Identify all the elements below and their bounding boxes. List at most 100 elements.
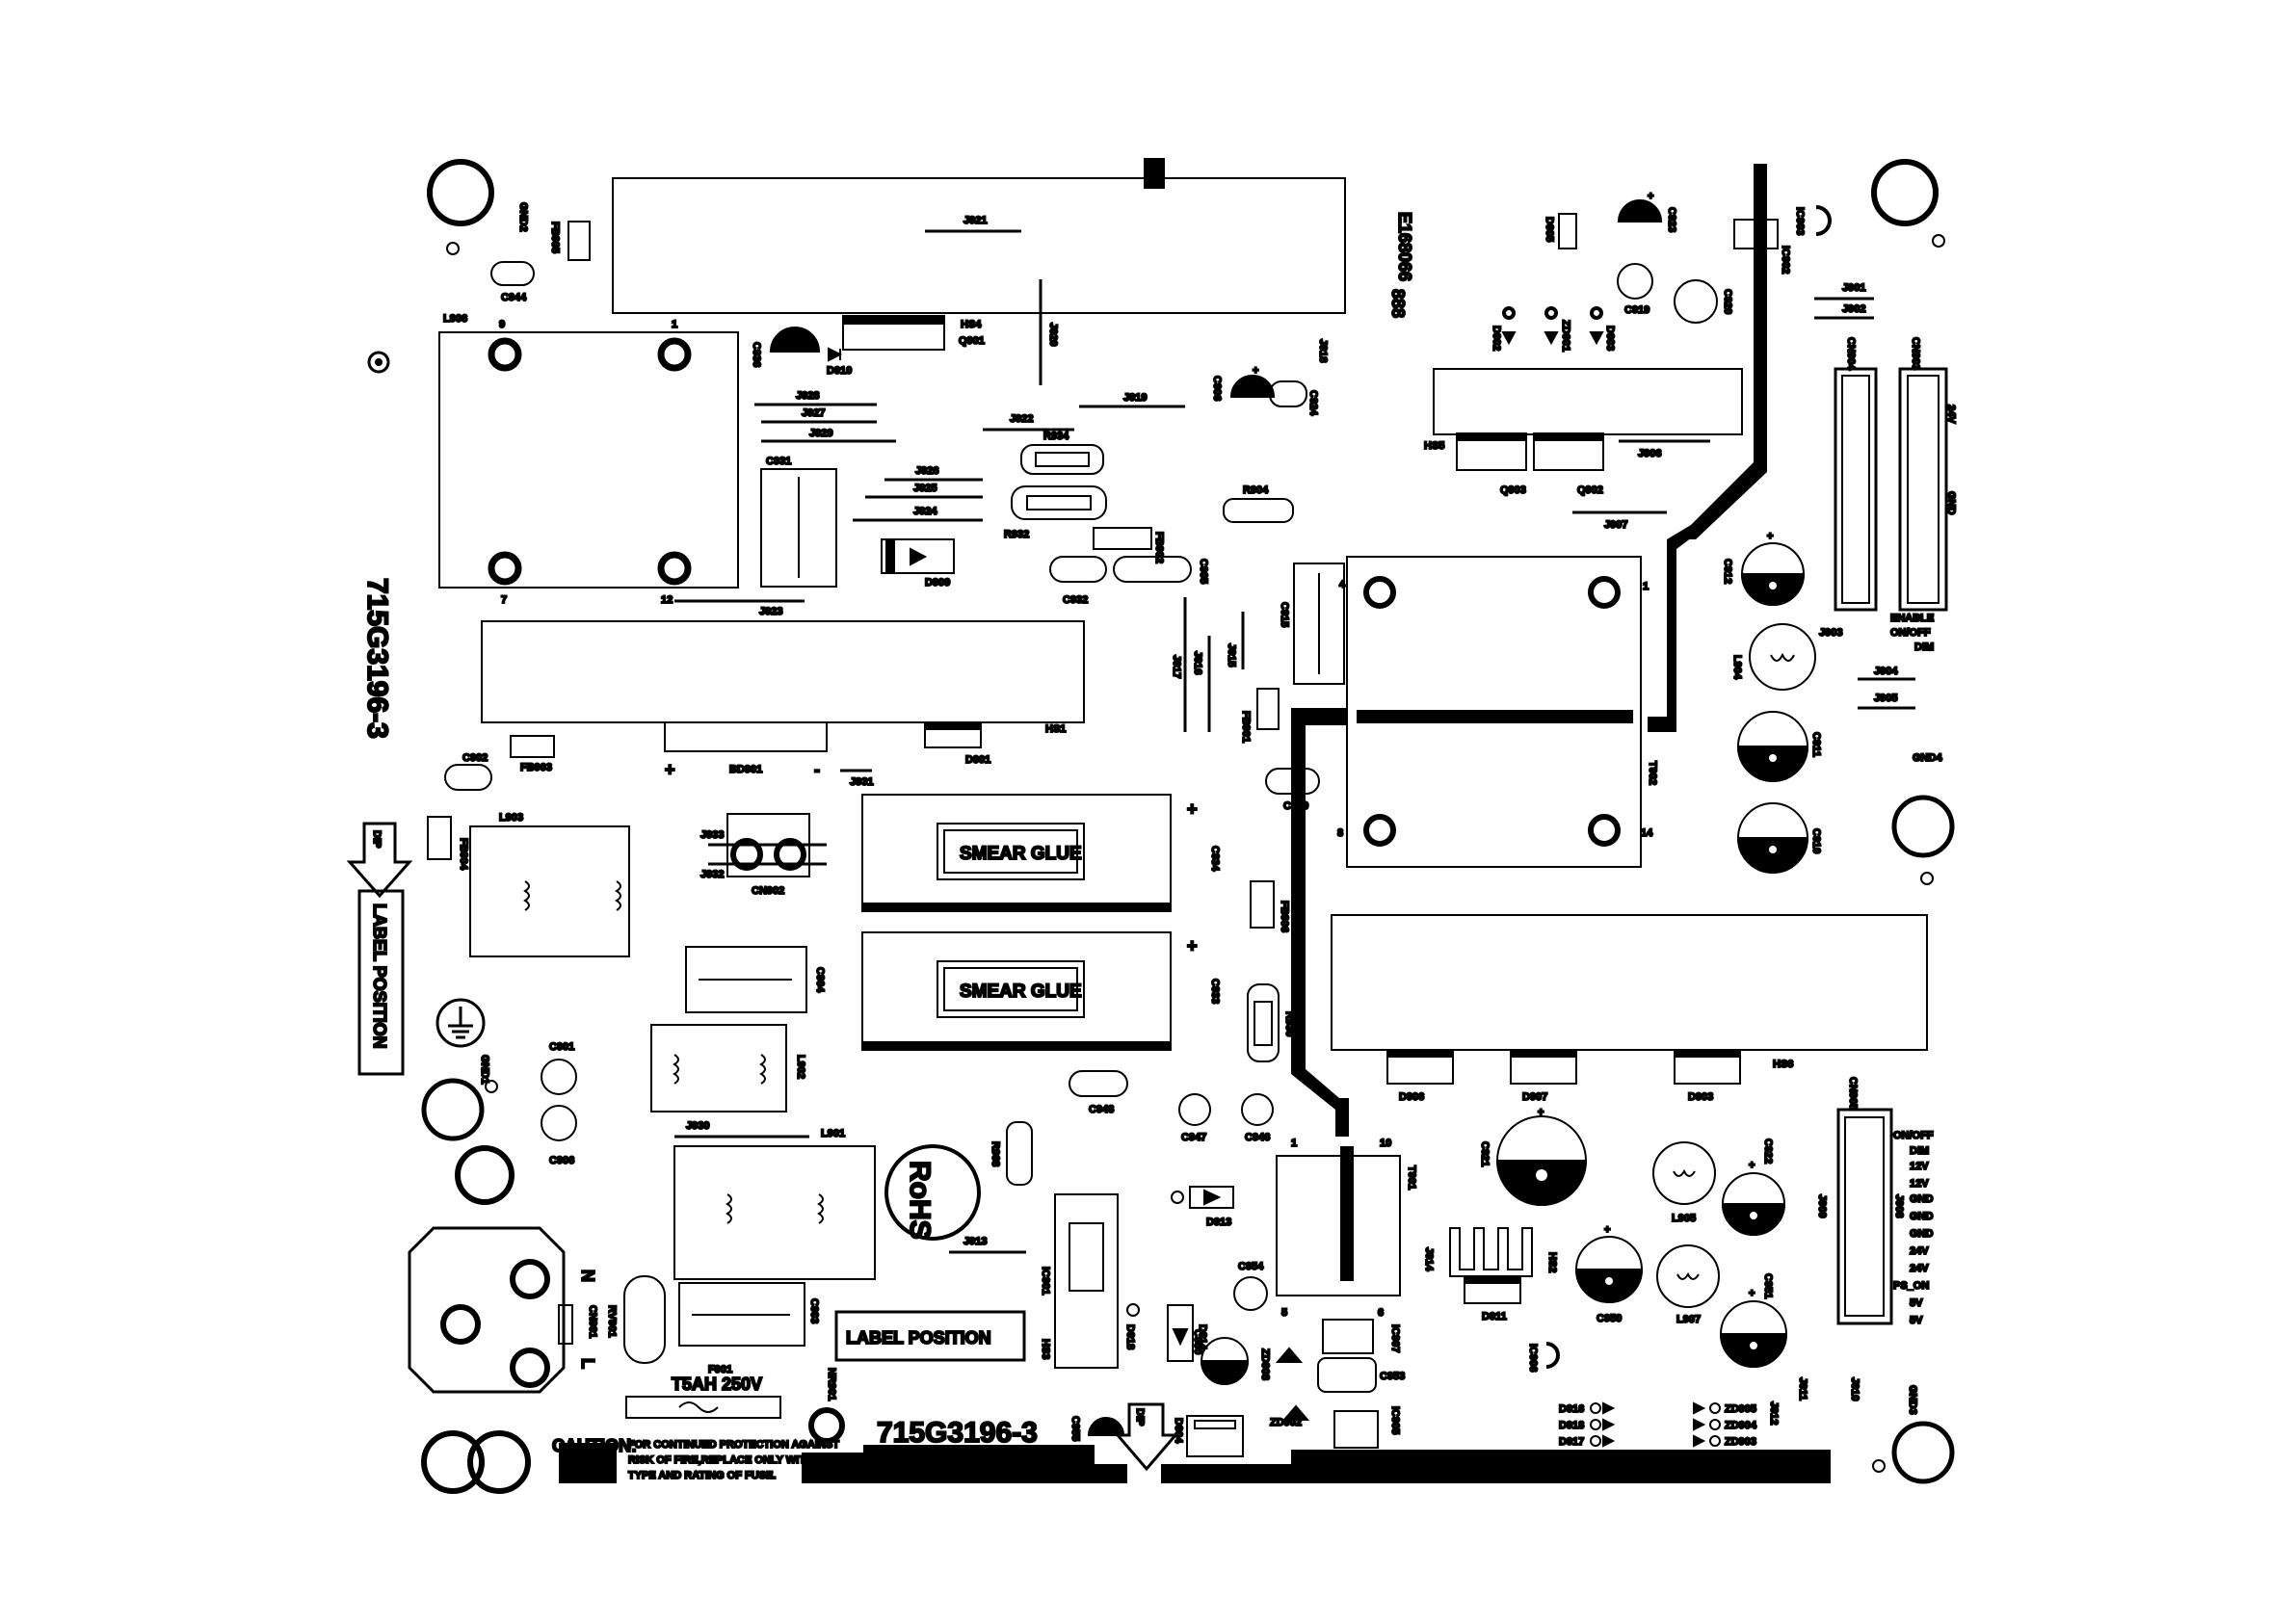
- fb905-body: [567, 221, 591, 261]
- d905-body: [1558, 213, 1577, 249]
- d909-body: [881, 538, 955, 574]
- svg-text:14: 14: [1641, 827, 1653, 839]
- ref-c936: C936: [751, 342, 762, 367]
- hs1-outline: [481, 620, 1085, 723]
- ref-fb901: FB901: [1240, 711, 1252, 743]
- ref-q902: Q902: [1577, 484, 1603, 496]
- ref-c955: C955: [1069, 1416, 1081, 1441]
- ref-bd901: BD901: [729, 764, 762, 775]
- cn905-pin-4: 12V: [1910, 1178, 1929, 1190]
- ref-j927: J927: [802, 407, 825, 419]
- ref-l906: L906: [443, 313, 467, 325]
- hs5-outline: [1433, 368, 1743, 435]
- ref-c923: C923: [1666, 207, 1677, 232]
- ref-d910: D910: [827, 365, 852, 377]
- ref-j912: J912: [1768, 1401, 1780, 1425]
- fb904-body: [427, 816, 452, 860]
- svg-text:+: +: [1604, 1224, 1610, 1236]
- c948-body: [1069, 1070, 1128, 1097]
- ref-d911: D911: [1482, 1311, 1507, 1322]
- ref-j933: J933: [700, 829, 724, 841]
- ref-cn901: CN901: [587, 1305, 598, 1338]
- ic901-body: [1069, 1222, 1104, 1292]
- cn905-pin-11: 5V: [1910, 1297, 1923, 1309]
- ref-j922: J922: [1010, 413, 1033, 425]
- cn903-body: [1898, 367, 1948, 612]
- rv901-body: [623, 1275, 666, 1364]
- ref-j919: J919: [1123, 392, 1147, 404]
- c904-body: [685, 946, 807, 1013]
- ref-c946: C946: [1245, 1132, 1270, 1143]
- l901-body: [673, 1145, 876, 1280]
- svg-text:+: +: [1648, 191, 1653, 202]
- ref-j926: J926: [915, 465, 938, 477]
- ref-d914: D914: [1197, 1324, 1208, 1350]
- ground-symbol: [435, 998, 486, 1048]
- ref-c933: C933: [1209, 979, 1221, 1004]
- c920-body: [1674, 279, 1718, 324]
- hs6-outline: [1331, 914, 1928, 1051]
- ref-d906: D906: [1399, 1091, 1424, 1103]
- ref-r904: R904: [1243, 484, 1269, 496]
- ref-l907: L907: [1676, 1314, 1701, 1325]
- j921-outline: [612, 177, 1346, 314]
- ref-ic906: IC906: [1527, 1344, 1539, 1372]
- part-number-bottom: 715G3196-3: [877, 1417, 1038, 1449]
- ic902-body: [1733, 219, 1779, 249]
- r904-body: [1223, 498, 1294, 523]
- ref-gnd2: GND2: [517, 202, 529, 232]
- l906-body: [438, 331, 739, 589]
- ref-j930: J930: [686, 1120, 709, 1132]
- nr901-body: [808, 1407, 845, 1444]
- f901-fuse: [625, 1396, 781, 1419]
- ref-j928: J928: [796, 390, 819, 402]
- fb902-body: [1093, 527, 1152, 550]
- ref-j902: J902: [1842, 303, 1865, 315]
- ref-c953: C953: [1380, 1371, 1405, 1382]
- hs3-body: [1054, 1193, 1119, 1369]
- ref-j914: J914: [1423, 1247, 1435, 1271]
- svg-text:+: +: [1253, 365, 1258, 377]
- c902-body: [444, 764, 492, 791]
- ref-d917: D917: [1559, 1436, 1584, 1448]
- ref-j929: J929: [809, 428, 832, 439]
- ref-c950b: C950: [1192, 1329, 1203, 1354]
- ref-zd908: ZD908: [1259, 1348, 1271, 1380]
- ref-ic903: IC903: [1794, 207, 1806, 235]
- ref-c948: C948: [1089, 1104, 1114, 1115]
- c947-body: [1178, 1093, 1211, 1126]
- ref-nr901: NR901: [826, 1368, 837, 1400]
- ref-j931: J931: [850, 776, 873, 788]
- r932-body: [1011, 485, 1107, 520]
- svg-text:9: 9: [499, 319, 505, 330]
- c915-body: [1293, 563, 1345, 685]
- fb906-body: [1250, 880, 1275, 929]
- cn905-pin-7: GND: [1910, 1228, 1934, 1240]
- ref-c951: C951: [1762, 1273, 1774, 1298]
- ref-cn903: CN903: [1910, 337, 1921, 370]
- l902-body: [650, 1024, 787, 1113]
- ref-d903b: D903: [1604, 326, 1616, 351]
- cn905-pin-12: 5V: [1910, 1315, 1923, 1326]
- ref-t901: T901: [1406, 1165, 1417, 1190]
- ref-c912: C912: [1722, 559, 1733, 584]
- c906b-body: [541, 1105, 577, 1141]
- ref-d902: D902: [1491, 326, 1502, 351]
- ref-r932: R932: [1004, 529, 1029, 540]
- dip-arrow-bottom: [1114, 1402, 1179, 1472]
- c919-body: [1617, 263, 1653, 300]
- svg-text:+: +: [665, 760, 675, 779]
- ref-t902: T902: [1647, 761, 1658, 785]
- ref-j916: J916: [1192, 651, 1203, 674]
- ref-j924: J924: [913, 506, 937, 517]
- c924-body: [1269, 380, 1307, 407]
- segment-display: 888: [1388, 289, 1408, 318]
- cn901-inlet: [408, 1226, 566, 1394]
- l907-body: [1656, 1244, 1720, 1308]
- ref-d909: D909: [925, 577, 950, 589]
- ref-zd902: ZD902: [1270, 1417, 1302, 1428]
- ref-j932: J932: [700, 869, 724, 880]
- ref-ic907: IC907: [1389, 1324, 1401, 1352]
- ref-hs6: HS6: [1773, 1059, 1793, 1070]
